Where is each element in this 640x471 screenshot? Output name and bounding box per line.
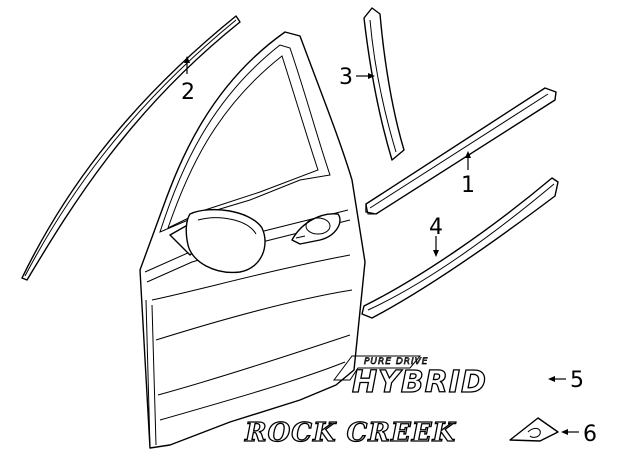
part-3-pillar-applique <box>363 7 405 161</box>
part-5-hybrid-emblem: PURE DRIVE HYBRID <box>333 355 487 401</box>
emblem-hybrid-text: HYBRID <box>352 365 487 400</box>
part-6-rock-creek-emblem: ROCK CREEK <box>243 417 559 449</box>
part-4-side-molding <box>361 177 559 319</box>
emblem-rock-creek-text: ROCK CREEK <box>244 418 457 448</box>
part-1-belt-molding <box>365 87 557 215</box>
leader-lines <box>184 56 579 435</box>
callout-1: 1 <box>461 173 475 198</box>
emblem-pure-drive-text: PURE DRIVE <box>364 357 429 367</box>
part-2-frame-molding <box>21 15 241 281</box>
callout-labels: 2 3 1 4 5 6 <box>181 65 597 447</box>
callout-5: 5 <box>570 368 584 393</box>
front-door <box>139 31 366 449</box>
callout-2: 2 <box>181 80 195 105</box>
emblem-s-badge <box>509 417 559 442</box>
callout-6: 6 <box>583 422 597 447</box>
callout-4: 4 <box>429 215 443 240</box>
callout-3: 3 <box>339 65 353 90</box>
